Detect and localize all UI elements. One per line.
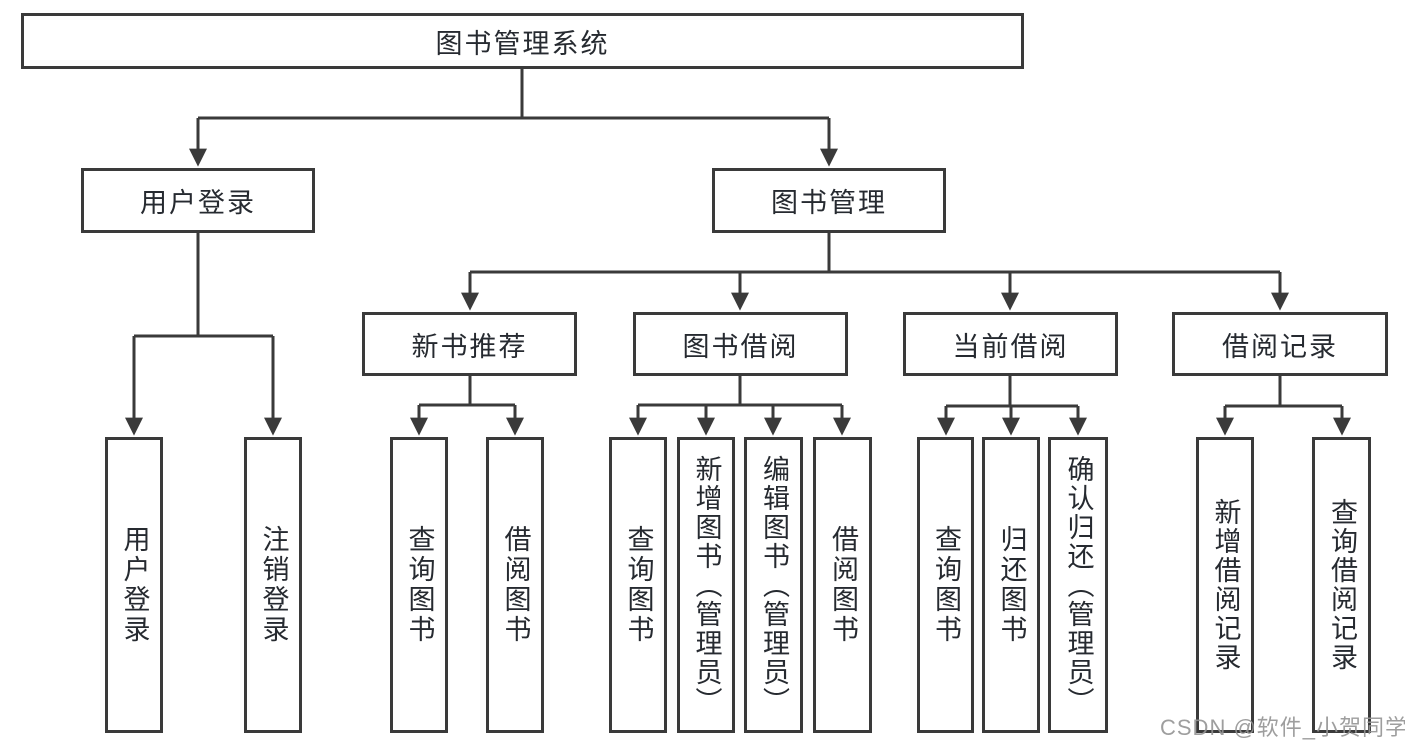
leaf-edit-book-admin: 编辑图书（管理员） [744,437,803,733]
csdn-watermark: CSDN @软件_小贺同学 [1160,715,1405,740]
connector-root [189,68,838,167]
node-root: 图书管理系统 [21,13,1024,69]
node-borrow-record: 借阅记录 [1172,312,1388,376]
leaf-query-borrow-record: 查询借阅记录 [1312,437,1371,733]
connector-book-mgmt [461,233,1289,311]
leaf-borrow-book-1: 借阅图书 [486,437,544,733]
leaf-add-book-admin: 新增图书（管理员） [677,437,735,733]
connector-current-borrow [937,376,1087,436]
connector-borrow-record [1216,376,1351,436]
node-user-login: 用户登录 [81,168,315,233]
leaf-logout: 注销登录 [244,437,302,733]
leaf-return-book: 归还图书 [982,437,1040,733]
leaf-query-book-2: 查询图书 [609,437,667,733]
connector-new-book-recommend [410,376,524,436]
node-book-mgmt: 图书管理 [712,168,946,233]
connector-book-borrow [629,376,851,436]
leaf-borrow-book-2: 借阅图书 [813,437,872,733]
leaf-query-book-3: 查询图书 [917,437,974,733]
leaf-add-borrow-record: 新增借阅记录 [1196,437,1254,733]
node-new-book-recommend: 新书推荐 [362,312,577,376]
leaf-confirm-return-admin: 确认归还（管理员） [1048,437,1108,733]
leaf-user-login: 用户登录 [105,437,163,733]
connector-user-login [125,233,282,436]
leaf-query-book-1: 查询图书 [390,437,448,733]
node-current-borrow: 当前借阅 [903,312,1118,376]
node-book-borrow: 图书借阅 [633,312,848,376]
